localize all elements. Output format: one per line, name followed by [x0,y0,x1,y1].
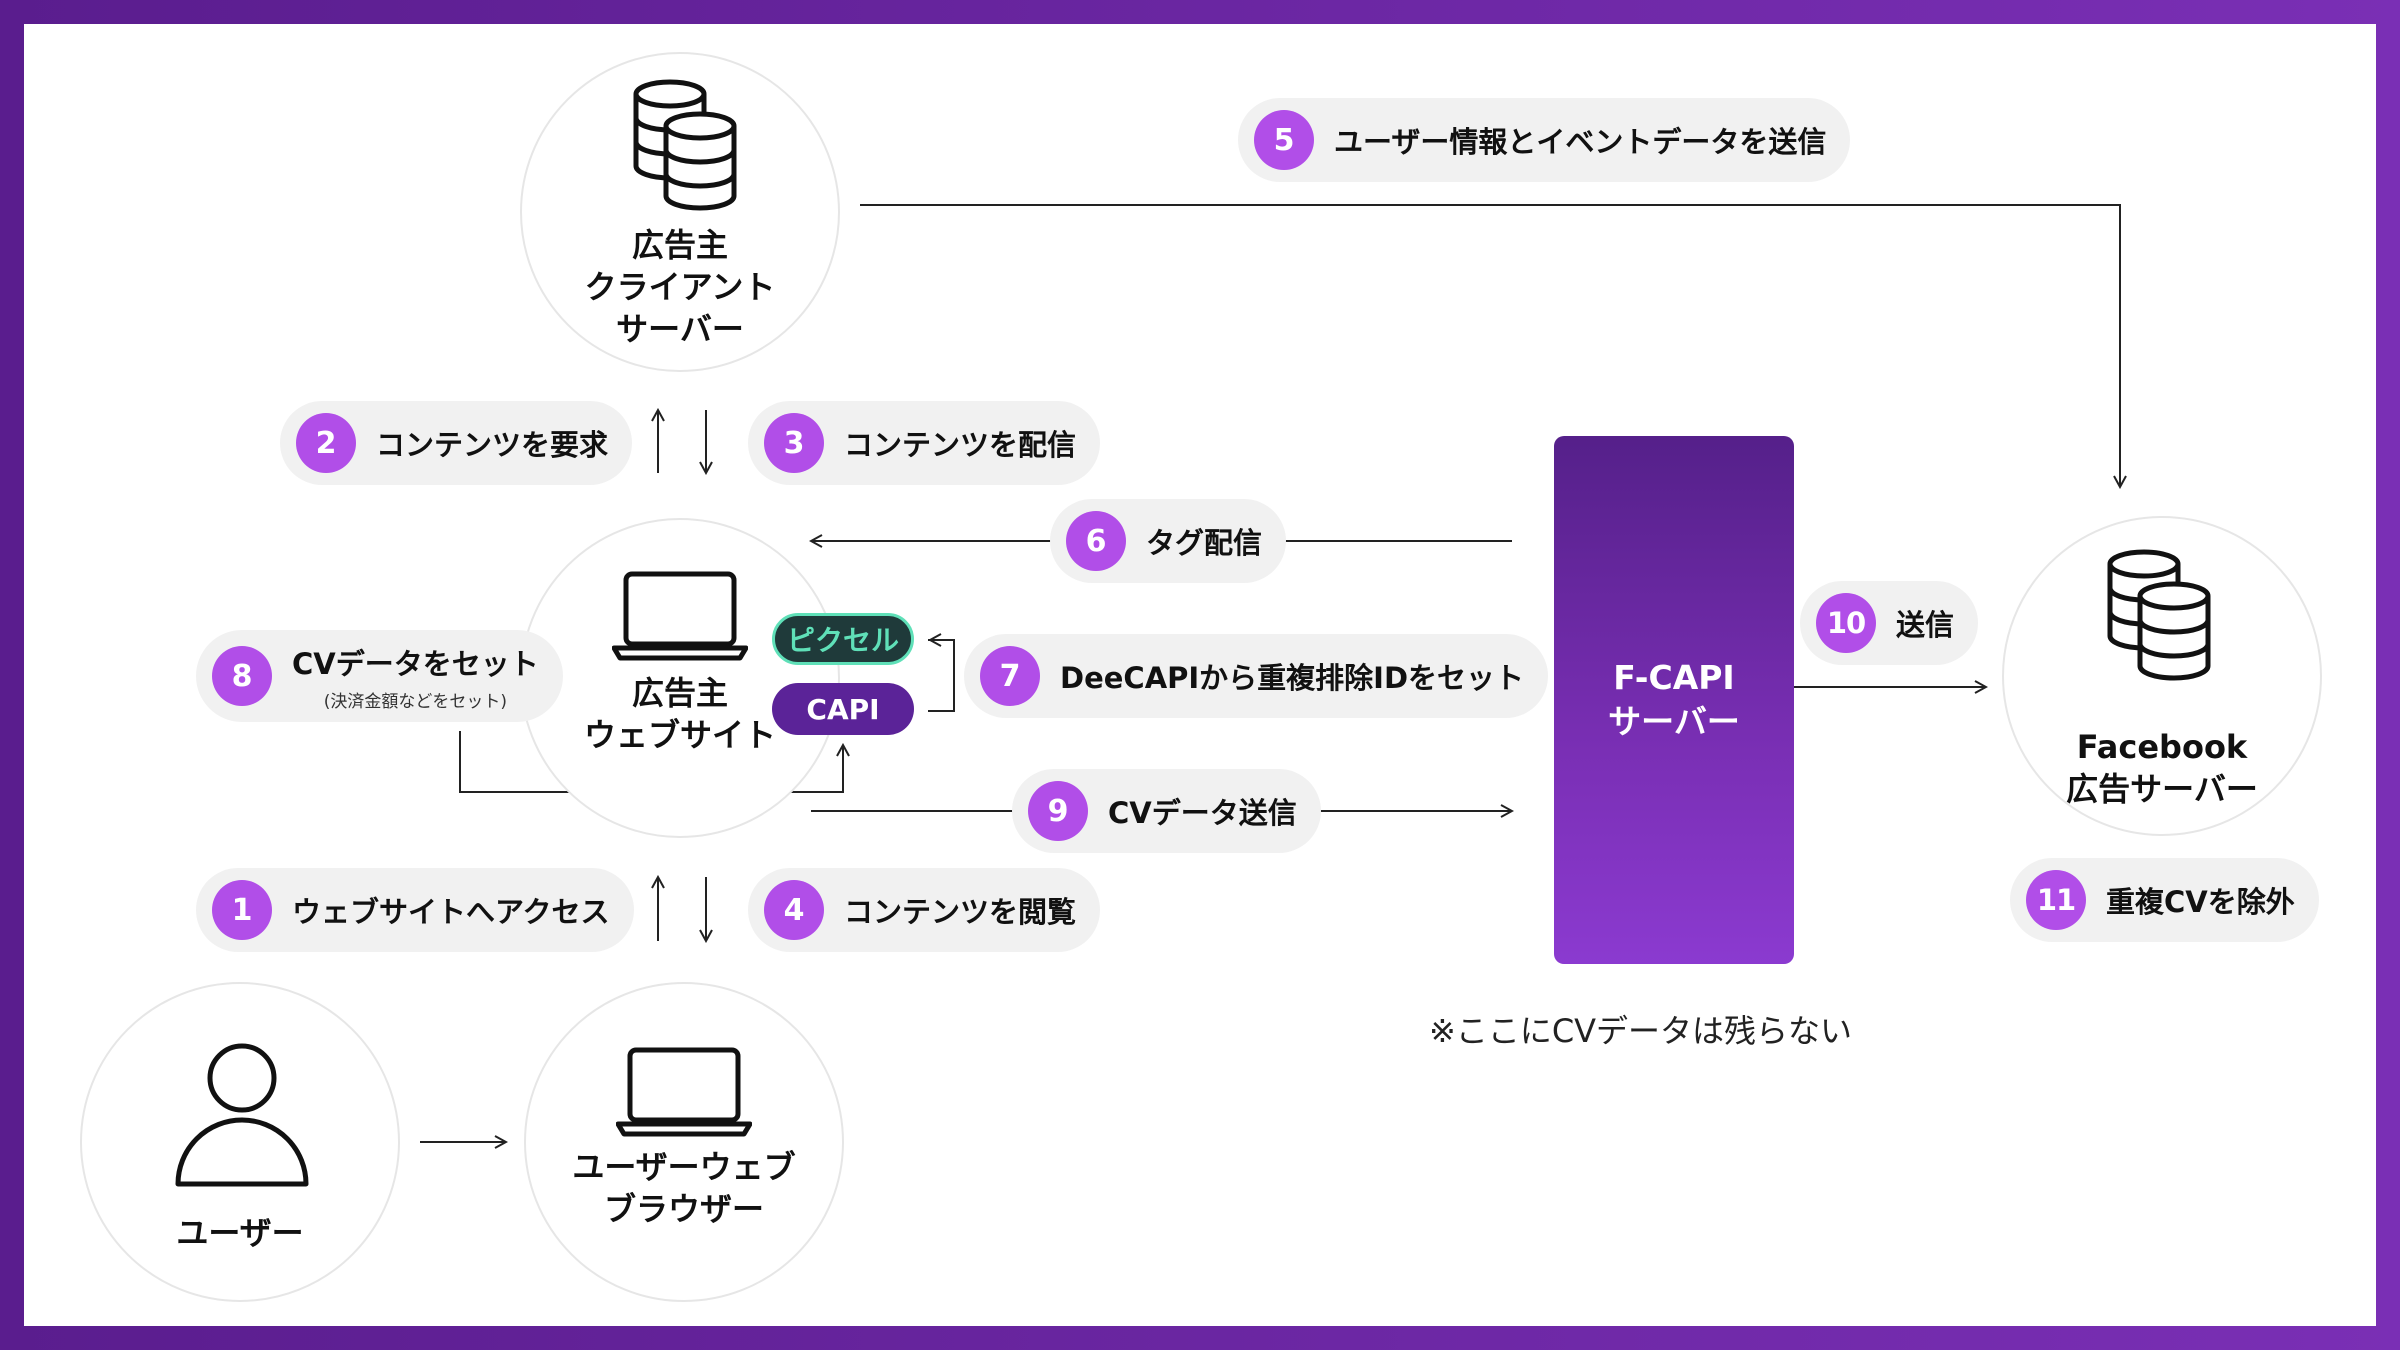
user-node [80,982,400,1302]
database-icon [633,79,737,211]
step-10-label: 送信 [1896,608,1955,642]
client-server-node [520,52,840,372]
step-2-pill: 2 コンテンツを要求 [280,401,633,485]
step-7-pill: 7 DeeCAPIから重複排除IDをセット [964,634,1549,718]
facebook-server-node [2002,516,2322,836]
user-label: ユーザー [176,1214,304,1252]
note-text: ※ここにCVデータは残らない [1429,1012,1853,1050]
step-2-badge: 2 [296,413,356,473]
step-4-badge: 4 [764,880,824,940]
website-node [520,518,840,838]
fcapi-server-node: F-CAPI サーバー [1554,436,1794,964]
step-10-pill: 10 送信 [1800,581,1979,665]
step-2-label: コンテンツを要求 [376,428,609,462]
step-8-text: CVデータをセット (決済金額などをセット) [292,641,539,712]
fcapi-server-label: F-CAPI サーバー [1608,658,1740,741]
website-label: 広告主 ウェブサイト [583,674,776,754]
step-3-label: コンテンツを配信 [844,428,1077,462]
step-1-pill: 1 ウェブサイトへアクセス [196,868,634,952]
arrow-step-5 [860,204,2120,487]
step-11-label: 重複CVを除外 [2106,885,2295,919]
step-9-badge: 9 [1028,781,1088,841]
user-icon [175,1043,309,1187]
facebook-server-label: Facebook 広告サーバー [2066,728,2258,808]
step-8-pill: 8 CVデータをセット (決済金額などをセット) [196,630,563,722]
step-6-pill: 6 タグ配信 [1050,499,1287,583]
connector-lines [420,204,2376,1326]
step-1-label: ウェブサイトへアクセス [292,895,610,929]
step-4-label: コンテンツを閲覧 [844,895,1077,929]
step-11-pill: 11 重複CVを除外 [2010,858,2319,942]
step-9-pill: 9 CVデータ送信 [1012,769,1321,853]
step-7-badge: 7 [980,646,1040,706]
step-6-badge: 6 [1066,511,1126,571]
laptop-icon [612,571,748,661]
bracket-step-7 [928,639,955,712]
step-1-badge: 1 [212,880,272,940]
browser-node [524,982,844,1302]
capi-tag: CAPI [772,683,914,735]
client-server-label: 広告主 クライアント サーバー [584,226,776,348]
step-8-sublabel: (決済金額などをセット) [323,691,507,712]
step-9-label: CVデータ送信 [1108,796,1297,830]
step-3-pill: 3 コンテンツを配信 [748,401,1101,485]
laptop-icon [616,1047,752,1137]
step-3-badge: 3 [764,413,824,473]
step-5-badge: 5 [1254,110,1314,170]
step-10-badge: 10 [1816,593,1876,653]
browser-label: ユーザーウェブ ブラウザー [572,1148,796,1228]
step-8-label: CVデータをセット [292,646,539,681]
step-7-label: DeeCAPIから重複排除IDをセット [1060,661,1525,695]
step-8-badge: 8 [212,646,272,706]
database-icon [2107,549,2211,681]
step-6-label: タグ配信 [1146,526,1263,560]
step-11-badge: 11 [2026,870,2086,930]
pixel-tag: ピクセル [772,613,914,665]
step-4-pill: 4 コンテンツを閲覧 [748,868,1101,952]
diagram-canvas: 広告主 クライアント サーバー 広告主 ウェブサイト ピクセル CAPI ユーザ… [24,24,2376,1326]
step-5-pill: 5 ユーザー情報とイベントデータを送信 [1238,98,1851,182]
step-5-label: ユーザー情報とイベントデータを送信 [1334,125,1827,159]
